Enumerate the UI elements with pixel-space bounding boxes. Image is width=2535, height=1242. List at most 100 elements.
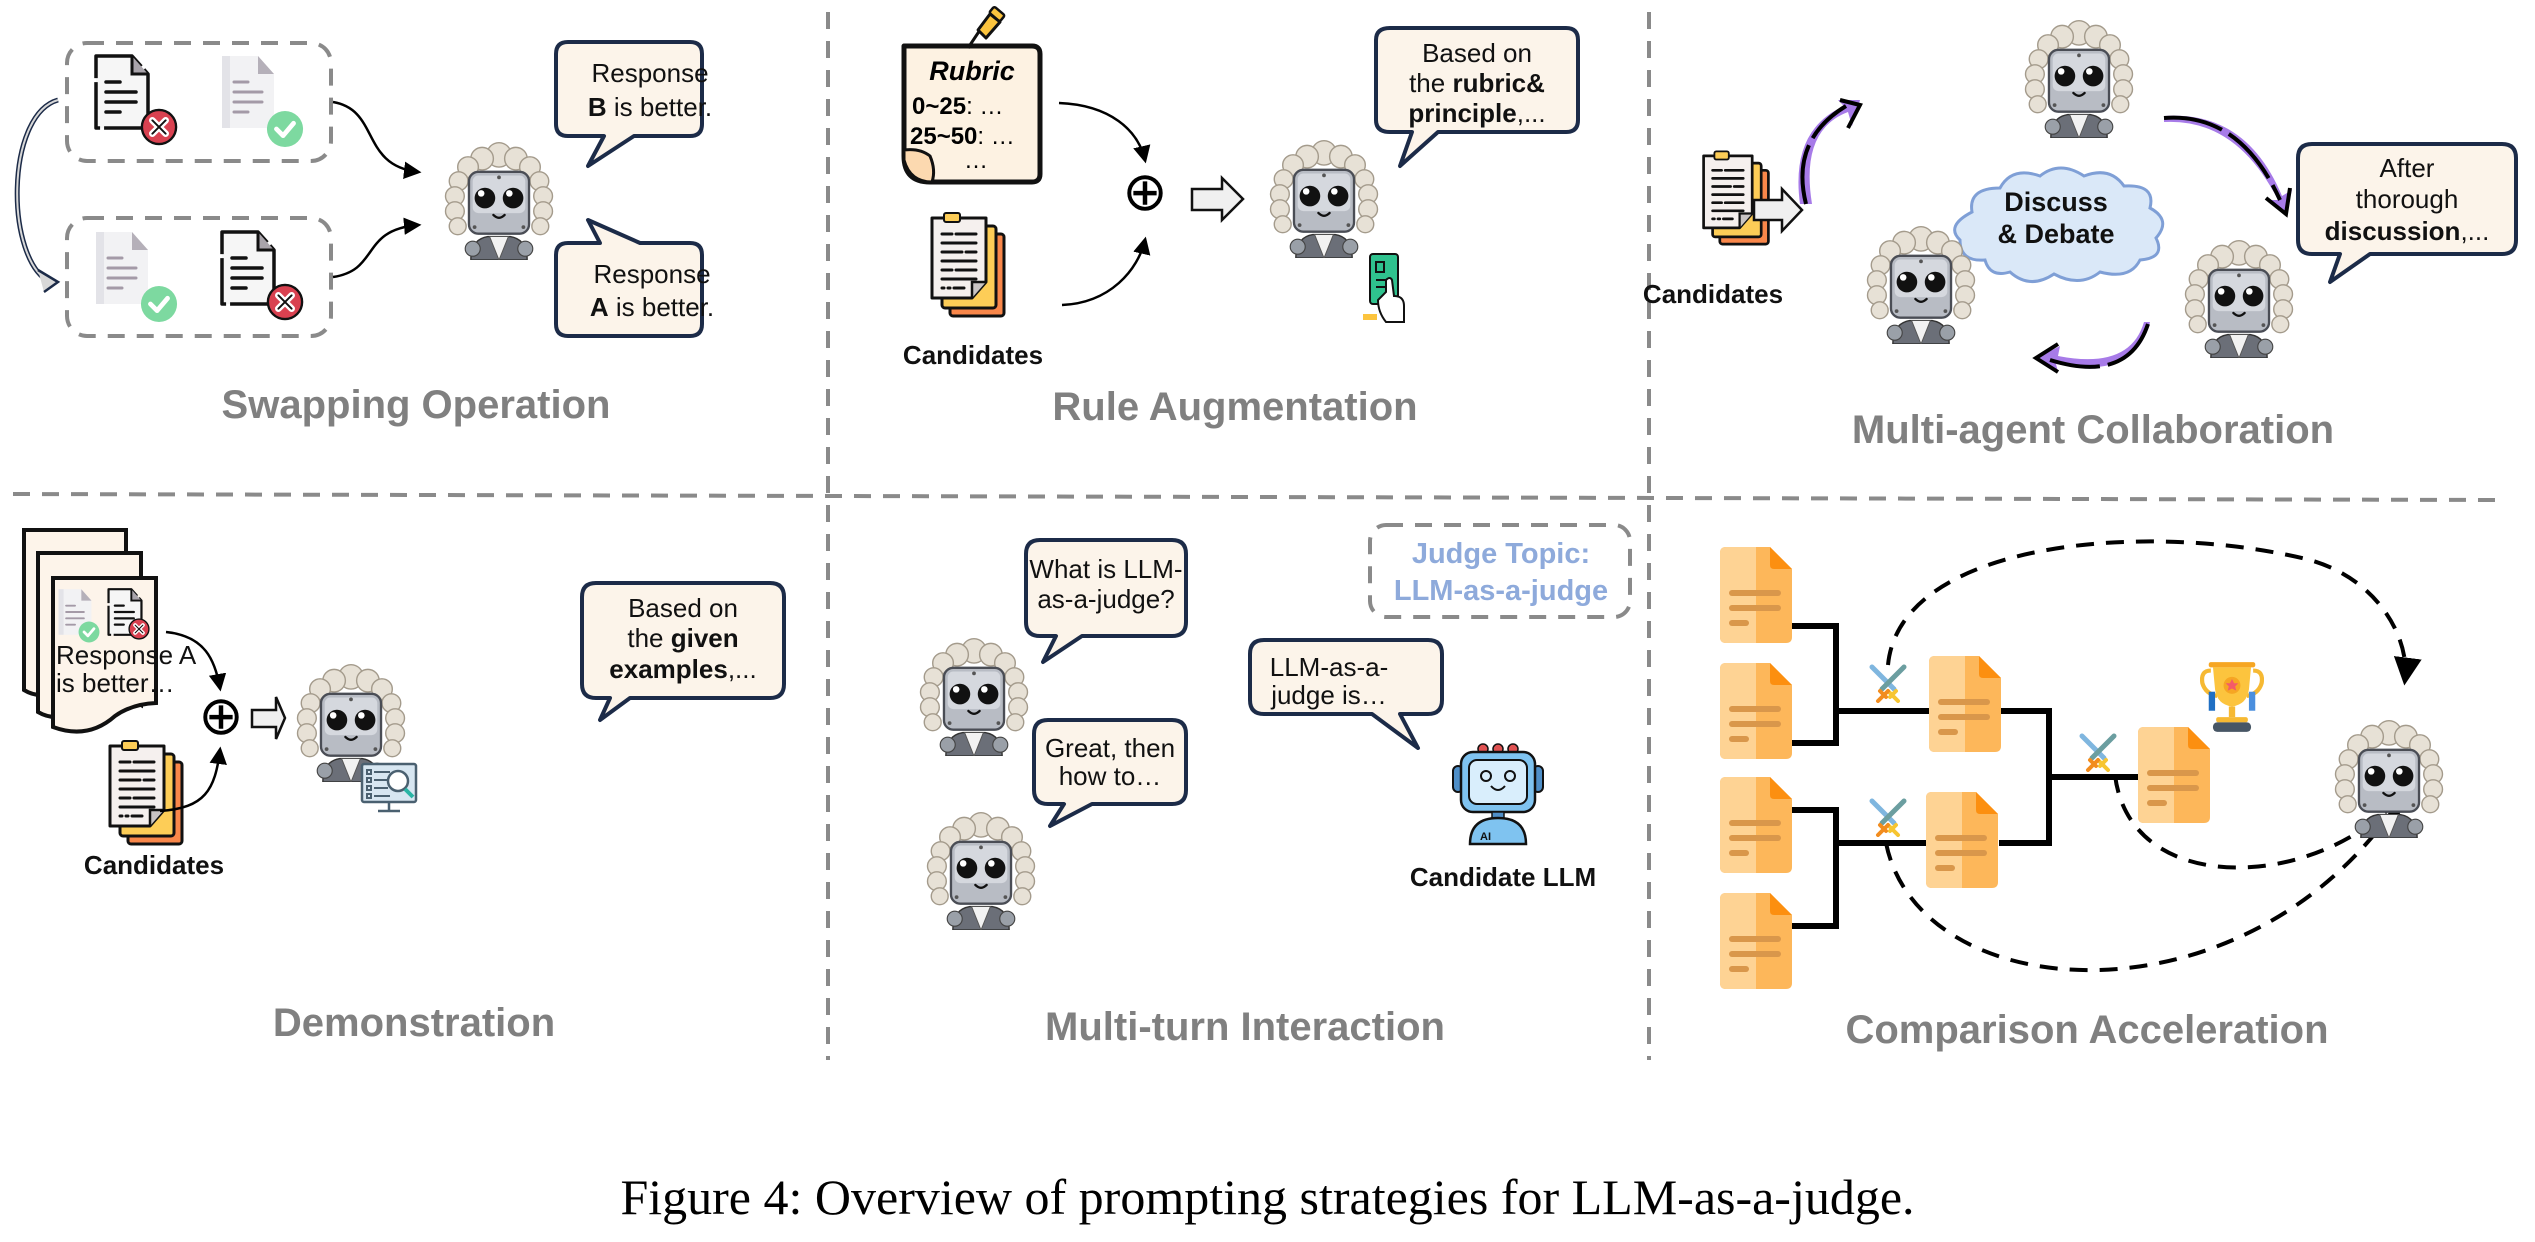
- swap-arrow-icon: [14, 97, 59, 285]
- panel-title: Rule Augmentation: [1052, 385, 1417, 429]
- svg-text:discussion,...: discussion,...: [2325, 216, 2490, 246]
- bubble-plain: ,...: [1517, 98, 1546, 128]
- cloud-line: Discuss: [2004, 187, 2108, 217]
- cloud-line: & Debate: [1997, 219, 2114, 249]
- judge-robot-icon: [2184, 239, 2294, 358]
- plus-circle-icon: ⊕: [1122, 162, 1167, 222]
- example-text: Response A: [56, 640, 197, 670]
- topic-line: Judge Topic:: [1412, 538, 1590, 570]
- document-icon: [94, 54, 150, 130]
- document-icon: [1720, 777, 1792, 873]
- speech-bubble: Response A is better.: [554, 218, 714, 338]
- candidate-llm-robot-icon: AI: [1452, 743, 1544, 846]
- document-icon: [1720, 663, 1792, 759]
- arrow-examples-to-plus: [165, 630, 227, 692]
- svg-text:25~50: …: 25~50: …: [910, 123, 1015, 150]
- bubble-line: Based on: [1422, 38, 1532, 68]
- speech-bubble: Based on the rubric& principle,...: [1374, 26, 1580, 168]
- svg-text:0~25: …: 0~25: …: [912, 93, 1003, 120]
- divider-horizontal: [12, 492, 2496, 502]
- candidates-stack-icon: [108, 740, 184, 846]
- panel-comparison-acceleration: Comparison Acceleration: [1720, 539, 2444, 1052]
- svg-text:the rubric&: the rubric&: [1409, 68, 1545, 98]
- panel-multi-turn-interaction: Judge Topic: LLM-as-a-judge What is LLM-…: [919, 523, 1632, 1049]
- svg-text:the given: the given: [627, 623, 738, 653]
- judge-robot-icon: [926, 811, 1036, 930]
- hollow-arrow-icon: [1190, 174, 1245, 224]
- judge-robot-icon: [444, 141, 554, 260]
- discuss-cloud: Discuss & Debate: [1953, 166, 2165, 283]
- judge-robot-icon: [1269, 139, 1379, 258]
- bubble-line: After: [2380, 153, 2435, 183]
- judge-robot-icon: [2334, 719, 2444, 838]
- cross-badge-icon: [268, 285, 302, 319]
- candidate-llm-label: Candidate LLM: [1410, 862, 1596, 892]
- document-icon: [1929, 656, 2001, 752]
- document-icon: [220, 54, 276, 130]
- bubble-bold: principle: [1408, 98, 1516, 128]
- judge-robot-icon: [2024, 19, 2134, 138]
- panel-swapping-operation: Response B is better. Response A is bett…: [14, 40, 714, 427]
- check-badge-icon: [267, 111, 303, 147]
- pair-box-bottom: [65, 216, 333, 338]
- crossed-swords-icon: [2082, 736, 2114, 770]
- speech-bubble: What is LLM- as-a-judge?: [1024, 538, 1188, 664]
- rubric-row-key: 25~50: [910, 123, 977, 150]
- bubble-line: as-a-judge?: [1037, 584, 1174, 614]
- bubble-bold: B: [588, 92, 607, 122]
- bubble-bold: examples: [609, 654, 728, 684]
- panel-title: Comparison Acceleration: [1845, 1008, 2328, 1052]
- bubble-line: LLM-as-a-: [1270, 652, 1388, 682]
- arrow-to-judge: [332, 100, 422, 179]
- document-icon: [1720, 893, 1792, 989]
- document-icon: [220, 230, 276, 306]
- panel-demonstration: Response A is better… Candidates ⊕ Based…: [22, 528, 786, 1045]
- bubble-line: Response: [593, 259, 710, 289]
- plus-circle-icon: ⊕: [198, 686, 243, 746]
- panel-title: Multi-agent Collaboration: [1852, 408, 2334, 452]
- monitor-search-icon: [360, 762, 418, 813]
- candidates-label: Candidates: [903, 340, 1043, 370]
- panel-title: Multi-turn Interaction: [1045, 1005, 1445, 1049]
- cross-badge-icon: [142, 110, 176, 144]
- speech-bubble: LLM-as-a- judge is…: [1248, 638, 1444, 750]
- phone-checklist-icon: [1363, 253, 1405, 323]
- panel-title: Demonstration: [273, 1001, 555, 1045]
- bubble-bold: A: [590, 292, 609, 322]
- example-text: is better…: [56, 668, 175, 698]
- svg-text:A is better.: A is better.: [590, 292, 714, 322]
- figure-caption: Figure 4: Overview of prompting strategi…: [620, 1169, 1915, 1225]
- rubric-note: Rubric 0~25: … 25~50: … …: [901, 6, 1043, 185]
- candidates-label: Candidates: [1643, 279, 1783, 309]
- bubble-line: Response: [591, 58, 708, 88]
- bubble-rest: is better.: [607, 92, 713, 122]
- panel-dividers: [12, 12, 2496, 1060]
- rubric-row-ellipsis: …: [964, 147, 988, 174]
- candidates-stack-icon: [930, 212, 1006, 318]
- check-badge-icon: [141, 286, 177, 322]
- document-icon: [2138, 727, 2210, 823]
- rubric-heading: Rubric: [929, 56, 1015, 86]
- document-icon: [1720, 547, 1792, 643]
- bubble-bold: discussion: [2325, 216, 2461, 246]
- arrow-to-judge: [332, 217, 422, 279]
- example-cards: Response A is better…: [22, 528, 197, 734]
- candidates-stack-icon: [1702, 150, 1770, 246]
- rubric-row-val: : …: [977, 123, 1014, 150]
- bubble-plain: ,...: [2460, 216, 2489, 246]
- panel-rule-augmentation: Rubric 0~25: … 25~50: … … Candidates ⊕ B…: [901, 6, 1580, 429]
- bubble-plain: the: [1409, 68, 1452, 98]
- judge-robot-icon: [1866, 225, 1976, 344]
- speech-bubble: After thorough discussion,...: [2296, 142, 2518, 284]
- pair-box-top: [65, 41, 333, 163]
- bubble-rest: is better.: [609, 292, 715, 322]
- rubric-row-val: : …: [966, 93, 1003, 120]
- document-icon: [94, 230, 150, 306]
- arrow-candidates-to-plus: [1061, 236, 1151, 307]
- ai-badge: AI: [1480, 831, 1491, 843]
- crossed-swords-icon: [1872, 667, 1904, 701]
- bubble-plain: the: [627, 623, 670, 653]
- hollow-arrow-icon: [250, 696, 287, 740]
- candidates-label: Candidates: [84, 850, 224, 880]
- trophy-icon: [2202, 662, 2262, 732]
